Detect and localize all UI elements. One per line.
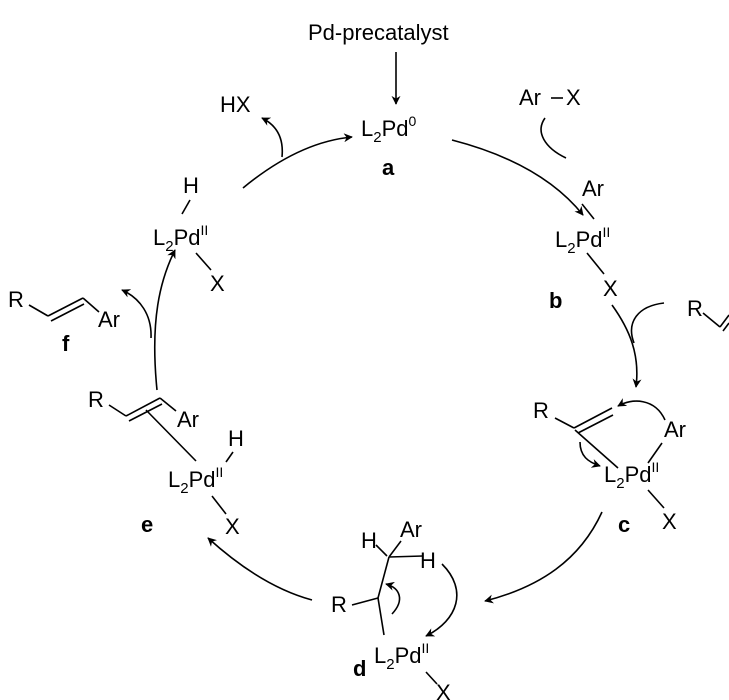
arrow-a-to-b <box>451 139 584 216</box>
arrow-d-to-e <box>207 537 313 601</box>
svg-text:L2PdII: L2PdII <box>604 459 659 492</box>
reagent-arx: Ar X <box>519 85 581 110</box>
svg-text:R: R <box>8 287 24 312</box>
curly-arrow-beta-h <box>425 563 458 637</box>
svg-text:Ar: Ar <box>400 517 422 542</box>
reagent-alkene: R <box>687 296 729 332</box>
label-b: b <box>549 288 562 313</box>
svg-text:Ar: Ar <box>582 176 604 201</box>
svg-text:Ar: Ar <box>177 407 199 432</box>
species-e: R Ar H L2PdII X e <box>88 387 244 539</box>
label-c: c <box>618 512 630 537</box>
svg-text:L2PdII: L2PdII <box>153 222 208 255</box>
species-d: H Ar H R L2PdII X d <box>331 517 458 700</box>
arrow-hydride-to-a <box>242 133 353 189</box>
svg-text:R: R <box>88 387 104 412</box>
arrow-alkene-join <box>630 302 665 344</box>
precatalyst-label: Pd-precatalyst <box>308 20 449 45</box>
svg-text:H: H <box>361 528 377 553</box>
label-a: a <box>382 155 395 180</box>
svg-text:Ar: Ar <box>519 85 541 110</box>
ligand: L <box>361 116 373 141</box>
svg-text:X: X <box>436 680 451 700</box>
curly-arrow-alkene-insertion <box>579 441 601 468</box>
svg-text:X: X <box>225 514 240 539</box>
svg-text:H: H <box>420 548 436 573</box>
svg-text:Ar: Ar <box>98 307 120 332</box>
curly-arrow-aryl-migration <box>617 398 666 421</box>
svg-text:X: X <box>566 85 581 110</box>
label-d: d <box>353 656 366 681</box>
svg-text:X: X <box>210 271 225 296</box>
species-c: R Ar L2PdII X c <box>533 398 686 537</box>
arrow-hx-release <box>261 117 284 158</box>
species-b: Ar L2PdII X b <box>549 176 618 313</box>
label-e: e <box>141 512 153 537</box>
svg-text:R: R <box>331 592 347 617</box>
species-hydride: H L2PdII X <box>153 173 225 296</box>
arrow-product-release <box>121 289 152 339</box>
curly-arrow-cc-bond <box>385 581 401 615</box>
svg-text:L2PdII: L2PdII <box>168 464 223 497</box>
species-a: L2Pd0 a <box>361 113 417 180</box>
svg-text:R: R <box>687 296 703 321</box>
svg-text:L2PdII: L2PdII <box>555 224 610 257</box>
product-f: R Ar f <box>8 287 120 356</box>
svg-text:R: R <box>533 398 549 423</box>
arrow-e-to-hydride <box>153 249 176 391</box>
arrow-arx-join <box>540 117 567 159</box>
svg-text:Ar: Ar <box>664 417 686 442</box>
svg-text:H: H <box>228 426 244 451</box>
svg-text:L2PdII: L2PdII <box>374 640 429 673</box>
svg-text:X: X <box>603 276 618 301</box>
svg-text:H: H <box>183 173 199 198</box>
arrow-b-to-c <box>611 304 642 388</box>
arrow-c-to-d <box>484 511 603 604</box>
product-hx: HX <box>220 92 251 117</box>
svg-text:L2Pd0: L2Pd0 <box>361 113 417 146</box>
label-f: f <box>62 331 70 356</box>
svg-text:X: X <box>662 509 677 534</box>
